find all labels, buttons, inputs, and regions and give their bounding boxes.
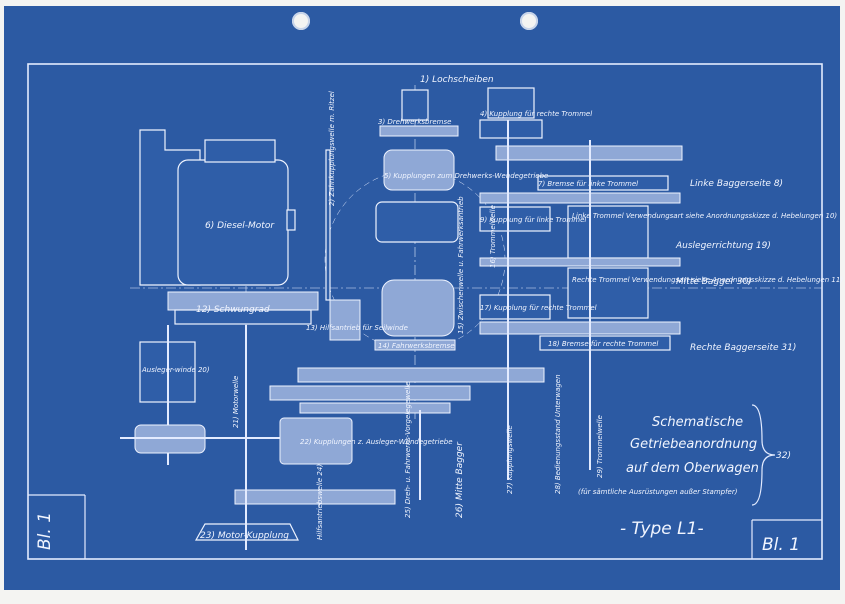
label-kupplungen-ausleger: 22) Kupplungen z. Ausleger-Wendegetriebe	[300, 438, 453, 446]
label-kupplungen-wendegetriebe: 5) Kupplungen zum Drehwerks-Wendegetrieb…	[384, 172, 548, 180]
vorgelege-gear-row-3	[299, 402, 451, 414]
label-zahnkupplungswelle: 2) Zahnkupplungswelle m. Ritzel	[328, 91, 336, 206]
rechte-trommel	[567, 267, 649, 319]
vorgelege-gear-row-1	[297, 367, 545, 383]
label-motorwelle: 21) Motorwelle	[232, 376, 240, 428]
motor-kupplung-gear	[234, 489, 396, 505]
lochscheibe-1	[401, 89, 429, 121]
label-zwischenwelle: 15) Zwischenwelle u. Fahrwerksantrieb	[457, 196, 465, 334]
label-lochscheiben: 1) Lochscheiben	[420, 75, 494, 85]
label-motor-kupplung: 23) Motor-Kupplung	[200, 531, 289, 541]
kupplung-rechte-trommel-top	[479, 119, 543, 139]
sheet-number-left: Bl. 1	[35, 512, 55, 550]
label-diesel-motor: 6) Diesel-Motor	[205, 221, 275, 231]
title-line-3: auf dem Oberwagen	[626, 461, 759, 476]
label-mitte-bagger-26: 26) Mitte Bagger	[455, 441, 465, 518]
label-hilfsantrieb-seilwinde: 13) Hilfsantrieb für Seilwinde	[306, 324, 408, 332]
label-kupplung-linke-trommel: 9) Kupplung für linke Trommel	[480, 216, 586, 224]
ausleger-wendegetriebe	[279, 417, 353, 465]
drehwerk-wendegetriebe	[375, 201, 459, 243]
linke-trommel	[567, 205, 649, 259]
rechte-trommel-flange	[479, 321, 681, 335]
kupplungen-wendegetriebe	[383, 149, 455, 191]
label-drehwerksbremse: 3) Drehwerksbremse	[378, 118, 451, 126]
bremse-rechte-trommel	[539, 335, 671, 351]
label-fahrwerksbremse: 14) Fahrwerksbremse	[378, 342, 455, 350]
label-linke-baggerseite: Linke Baggerseite 8)	[690, 179, 783, 189]
title-line-1: Schematische	[652, 415, 743, 430]
label-schwungrad: 12) Schwungrad	[196, 305, 270, 315]
title-brace	[751, 404, 776, 506]
type-label: - Type L1-	[620, 519, 704, 539]
drehwerksbremse	[379, 125, 459, 137]
punch-hole-right	[520, 12, 538, 30]
hilfsantrieb-gear	[329, 299, 361, 341]
label-trommelwelle-16: 16) Trommelwelle	[489, 205, 497, 268]
kupplung-linke-trommel	[479, 206, 551, 232]
label-bedienungsstand: 28) Bedienungsstand Unterwagen	[554, 374, 562, 494]
drawing-frame	[27, 63, 823, 560]
mid-drum-flange	[479, 257, 681, 267]
label-ausleger-winde: Ausleger-winde 20)	[141, 366, 210, 374]
label-rechte-trommel: Rechte Trommel Verwendungsart siehe Anor…	[572, 276, 843, 284]
label-kupplung-rechte-trommel-top: 4) Kupplung für rechte Trommel	[480, 110, 592, 118]
motor-flange	[286, 209, 296, 231]
label-trommelwelle-29: 29) Trommelwelle	[596, 415, 604, 478]
fahrwerksbremse	[374, 339, 456, 351]
linke-trommel-flange	[479, 192, 681, 204]
sheet-number-right: Bl. 1	[762, 535, 800, 555]
label-mitte-bagger-30: Mitte Bagger 30)	[676, 277, 752, 287]
flywheel-hub	[174, 309, 312, 325]
title-line-2: Getriebeanordnung	[630, 437, 757, 452]
vorgelege-gear-row-2	[269, 385, 471, 401]
title-line-4: (für sämtliche Ausrüstungen außer Stampf…	[578, 488, 738, 496]
label-rechte-baggerseite: Rechte Baggerseite 31)	[690, 343, 796, 353]
label-auslegerrichtung: Auslegerrichtung 19)	[675, 241, 771, 251]
title-number: 32)	[776, 451, 791, 461]
label-kupplungswelle: 27) Kupplungswelle	[506, 425, 514, 494]
label-vorgelegewelle: 25) Dreh- u. Fahrwerks-Vorgelegewelle	[404, 381, 412, 518]
label-hilfsantriebswelle: Hilfsantriebswelle 24)	[316, 464, 324, 540]
kupplung-rechte-trommel	[479, 294, 551, 320]
label-bremse-linke-trommel: 7) Bremse für linke Trommel	[538, 180, 638, 188]
bevel-gear-set	[381, 279, 455, 337]
label-linke-trommel: Linke Trommel Verwendungsart siehe Anord…	[572, 212, 837, 220]
shaft-2	[325, 149, 331, 301]
motor-head	[204, 139, 276, 163]
lochscheibe-2	[487, 87, 535, 119]
label-kupplung-rechte-trommel: 17) Kupplung für rechte Trommel	[480, 304, 597, 312]
bremse-linke-trommel	[537, 175, 669, 191]
label-bremse-rechte-trommel: 18) Bremse für rechte Trommel	[548, 340, 658, 348]
punch-hole-left	[292, 12, 310, 30]
